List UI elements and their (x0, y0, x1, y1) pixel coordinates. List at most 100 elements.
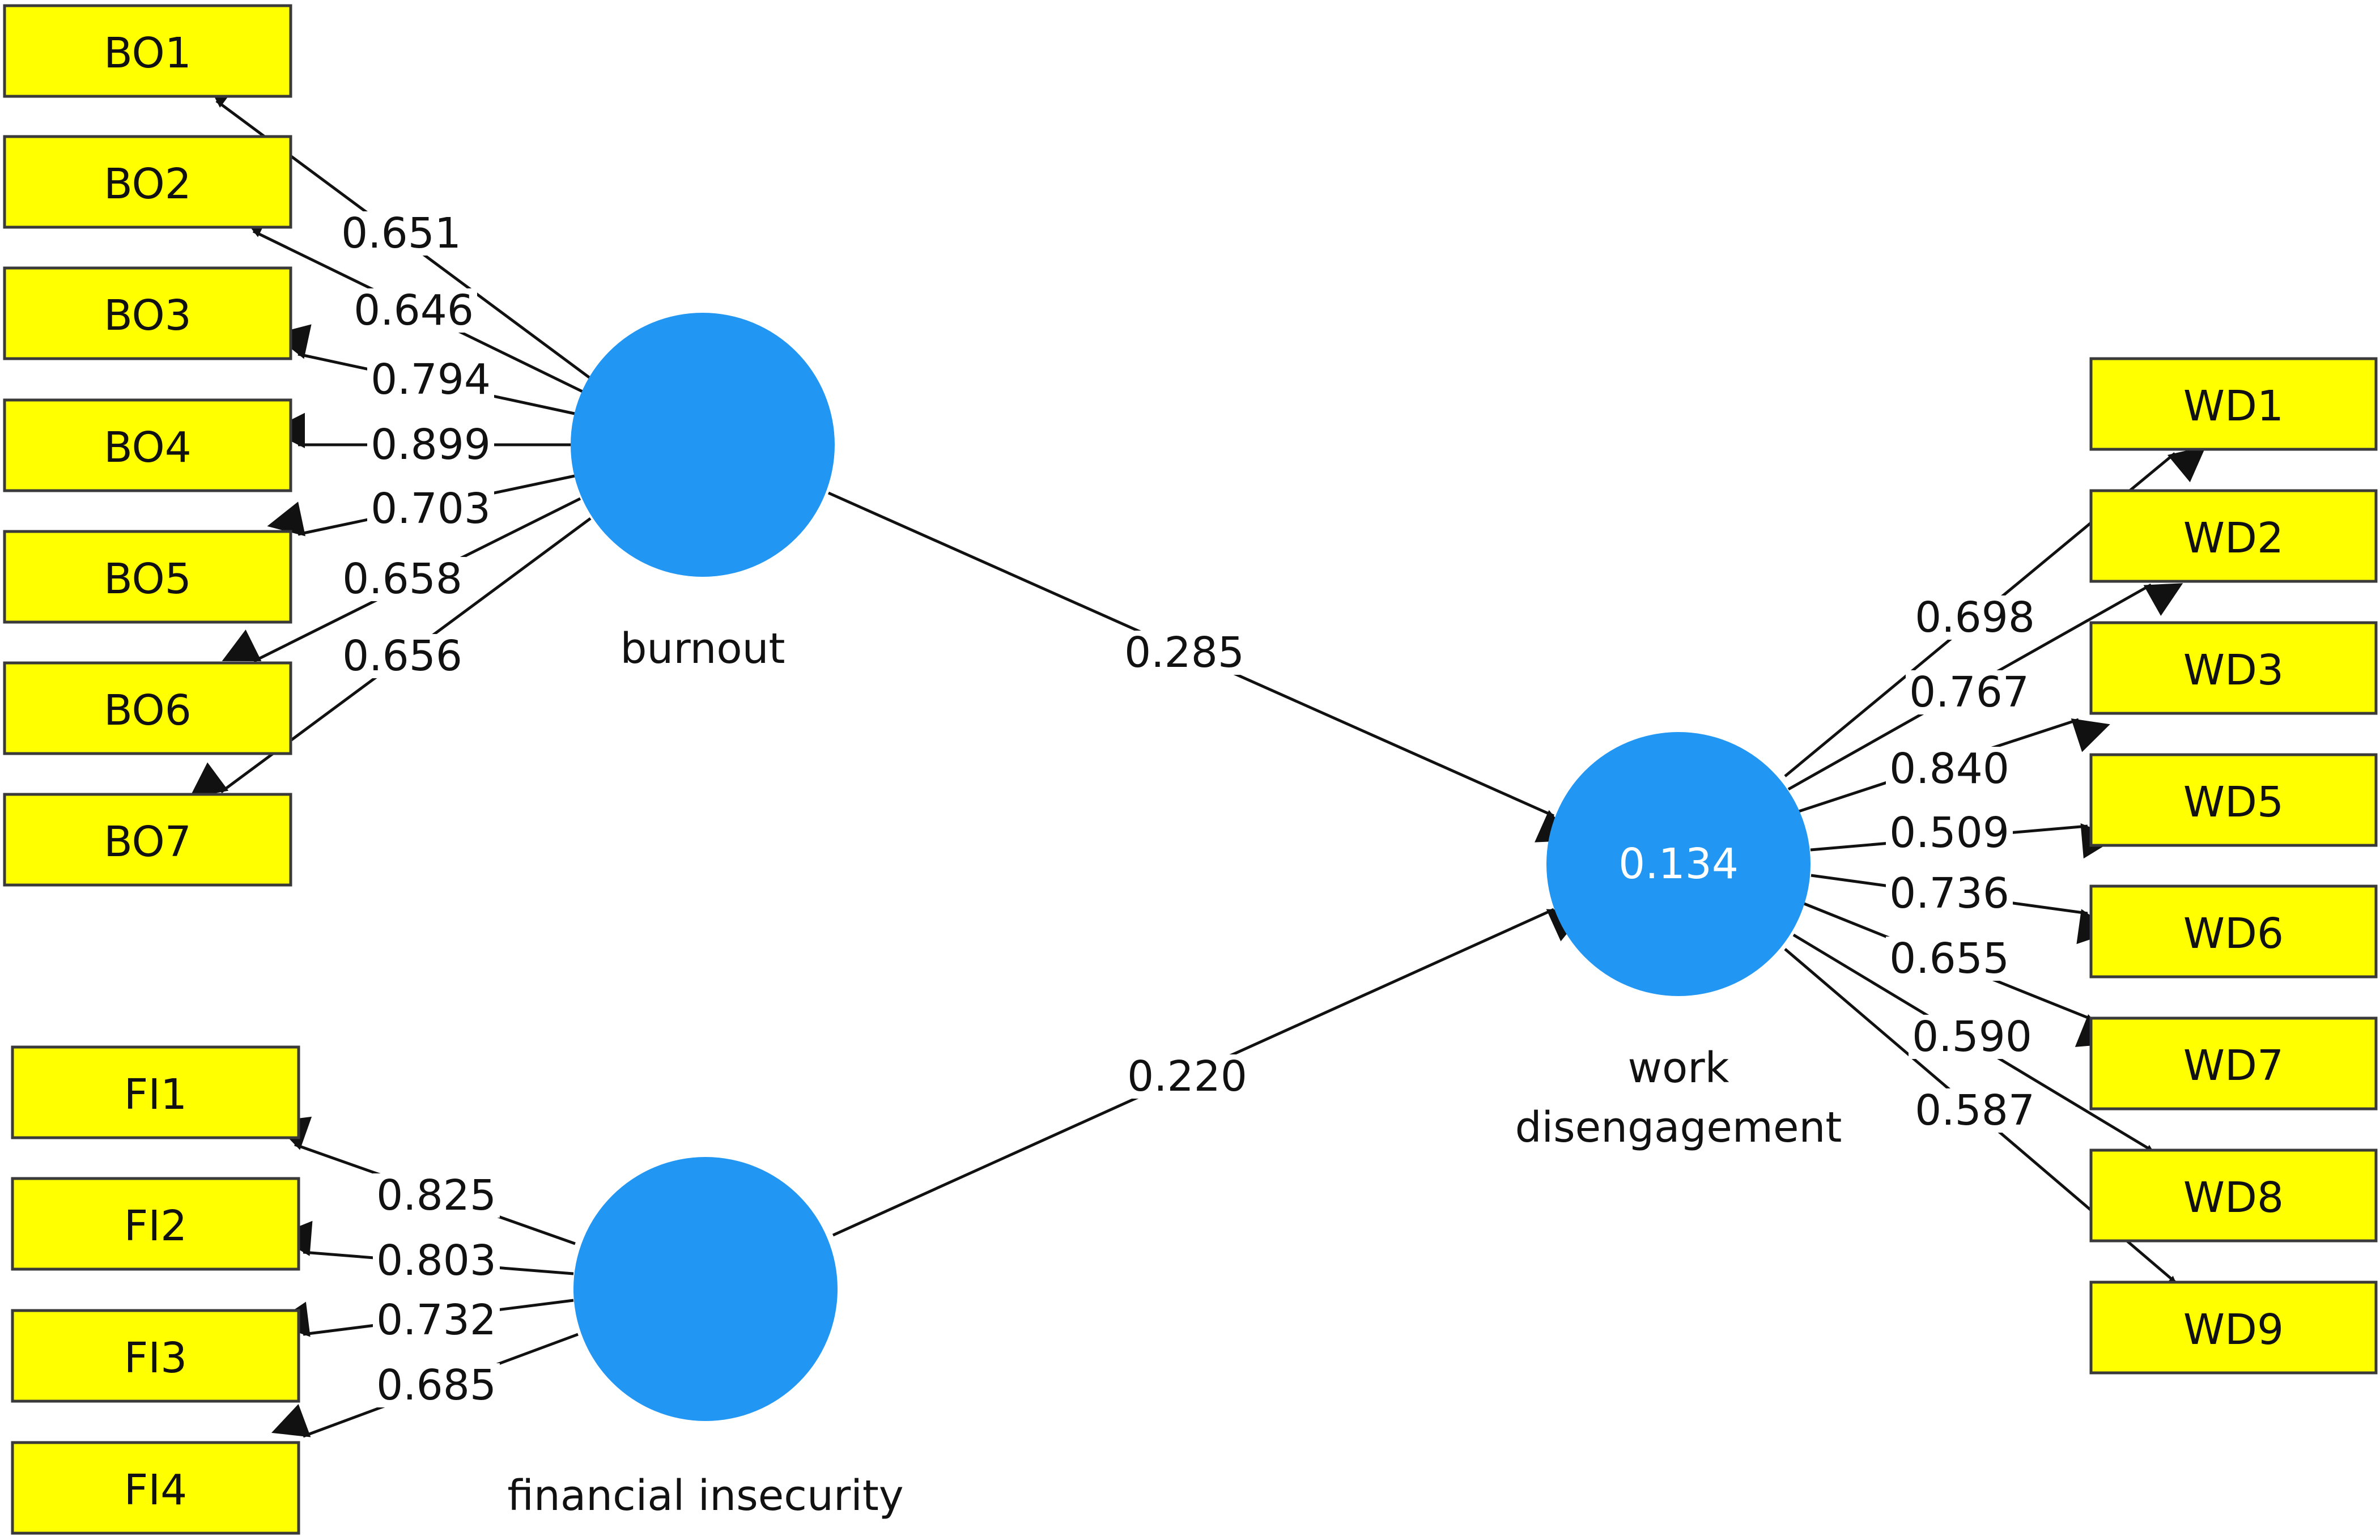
loading-wd7-label: 0.655 (1886, 934, 2013, 983)
indicator-bo3[interactable]: BO3 (3, 266, 292, 360)
loading-bo3-label-bg (367, 358, 494, 402)
indicator-wd1[interactable]: WD1 (2089, 357, 2378, 451)
indicator-bo2-label: BO2 (104, 160, 192, 209)
loading-wd1-label-bg (1911, 595, 2038, 640)
path-burnout-to-work-disengagement-label: 0.285 (1121, 628, 1248, 677)
indicator-wd9[interactable]: WD9 (2089, 1281, 2378, 1375)
path-burnout-to-work-disengagement-label-bg (1121, 631, 1248, 675)
construct-burnout-circle (571, 313, 835, 577)
loading-bo7-label-bg (339, 634, 466, 678)
indicator-wd7-box (2089, 1016, 2378, 1111)
loading-bo1-label-bg (338, 211, 465, 256)
path-financial-insecurity-to-work-disengagement-label-bg (1124, 1054, 1251, 1099)
construct-work-disengagement-name: work (1627, 1044, 1729, 1092)
indicator-wd6-box (2089, 884, 2378, 979)
construct-burnout[interactable]: burnout (571, 313, 835, 673)
loading-bo2-value: 0.646 (354, 286, 474, 335)
indicator-bo6-box (3, 661, 292, 755)
loading-wd3-value: 0.840 (1889, 745, 2009, 793)
indicator-fi2[interactable]: FI2 (11, 1177, 300, 1271)
loading-wd5-label-bg (1886, 811, 2013, 855)
indicator-bo7-label: BO7 (104, 818, 192, 866)
loading-wd1-label: 0.698 (1911, 593, 2038, 642)
indicator-bo1-label: BO1 (104, 29, 192, 78)
indicator-fi1[interactable]: FI1 (11, 1045, 300, 1139)
construct-work-disengagement-name: disengagement (1515, 1103, 1842, 1152)
indicator-wd2-label: WD2 (2183, 514, 2284, 563)
indicator-fi2-label: FI2 (124, 1202, 187, 1250)
indicator-wd3-box (2089, 621, 2378, 715)
construct-financial-insecurity-circle (573, 1157, 838, 1421)
loading-wd2-label: 0.767 (1906, 668, 2033, 717)
indicator-bo1-box (3, 4, 292, 98)
indicator-wd2-box (2089, 489, 2378, 583)
indicator-fi1-box (11, 1045, 300, 1139)
loading-wd3-label: 0.840 (1886, 745, 2013, 793)
indicator-fi1-label: FI1 (124, 1070, 187, 1119)
indicator-wd5[interactable]: WD5 (2089, 753, 2378, 847)
loading-bo5-label: 0.703 (367, 484, 494, 533)
loading-bo3-value: 0.794 (371, 355, 491, 404)
loading-wd3-label-bg (1886, 747, 2013, 791)
loading-fi3-label: 0.732 (373, 1296, 500, 1345)
indicator-bo6-label: BO6 (104, 686, 192, 735)
loading-wd6-value: 0.736 (1889, 869, 2009, 918)
indicator-wd3-label: WD3 (2183, 646, 2284, 695)
indicator-bo7[interactable]: BO7 (3, 793, 292, 887)
indicator-wd8-box (2089, 1148, 2378, 1243)
loading-wd5-value: 0.509 (1889, 809, 2009, 857)
loading-wd7-label-bg (1886, 937, 2013, 981)
loading-fi2-value: 0.803 (376, 1236, 496, 1285)
indicator-bo5-box (3, 530, 292, 624)
loading-bo6-value: 0.658 (342, 555, 462, 603)
construct-work-disengagement-r-squared: 0.134 (1618, 840, 1739, 888)
indicator-bo2-box (3, 135, 292, 229)
loading-bo4-label: 0.899 (367, 420, 494, 469)
loading-wd8-label-bg (1909, 1015, 2035, 1059)
indicator-fi4-label: FI4 (124, 1466, 187, 1515)
indicator-bo2[interactable]: BO2 (3, 135, 292, 229)
construct-work-disengagement-circle (1546, 732, 1810, 996)
indicator-bo6[interactable]: BO6 (3, 661, 292, 755)
loading-fi4-label: 0.685 (373, 1361, 500, 1410)
loading-fi1-value: 0.825 (376, 1171, 496, 1220)
loading-bo6-label-bg (339, 557, 466, 601)
loading-wd2-label-bg (1906, 670, 2033, 714)
loading-bo1-label: 0.651 (338, 209, 465, 258)
construct-financial-insecurity[interactable]: financial insecurity (507, 1157, 904, 1520)
indicator-bo5[interactable]: BO5 (3, 530, 292, 624)
indicator-wd7-label: WD7 (2183, 1041, 2284, 1090)
indicator-wd8[interactable]: WD8 (2089, 1148, 2378, 1243)
indicator-bo3-box (3, 266, 292, 360)
loading-bo7-label: 0.656 (339, 632, 466, 680)
loading-fi1-label-bg (373, 1173, 500, 1218)
indicator-wd6[interactable]: WD6 (2089, 884, 2378, 979)
construct-work-disengagement[interactable]: 0.134 work disengagement (1515, 732, 1842, 1152)
loading-bo4-label-bg (367, 423, 494, 467)
loading-fi3-value: 0.732 (376, 1296, 496, 1345)
indicator-fi4-box (11, 1441, 300, 1535)
indicator-bo4[interactable]: BO4 (3, 398, 292, 492)
indicator-wd9-box (2089, 1281, 2378, 1375)
indicator-bo1[interactable]: BO1 (3, 4, 292, 98)
loading-wd2-value: 0.767 (1909, 668, 2029, 717)
indicator-fi4[interactable]: FI4 (11, 1441, 300, 1535)
indicator-wd5-box (2089, 753, 2378, 847)
loading-bo5-label-bg (367, 487, 494, 531)
indicator-fi3[interactable]: FI3 (11, 1309, 300, 1403)
indicator-wd2[interactable]: WD2 (2089, 489, 2378, 583)
indicator-wd3[interactable]: WD3 (2089, 621, 2378, 715)
loading-bo1-value: 0.651 (341, 209, 461, 258)
indicator-wd7[interactable]: WD7 (2089, 1016, 2378, 1111)
loading-wd7-value: 0.655 (1889, 934, 2009, 983)
indicator-wd5-label: WD5 (2183, 778, 2284, 827)
indicator-fi3-label: FI3 (124, 1334, 187, 1382)
loading-fi2-label: 0.803 (373, 1236, 500, 1285)
loading-bo4-value: 0.899 (371, 420, 491, 469)
constructs-layer: burnout financial insecurity 0.134 work dise… (507, 313, 1842, 1520)
loading-bo2-label: 0.646 (350, 286, 477, 335)
loading-wd5-label: 0.509 (1886, 809, 2013, 857)
loading-wd8-value: 0.590 (1912, 1013, 2032, 1061)
loading-wd9-label: 0.587 (1911, 1086, 2038, 1135)
